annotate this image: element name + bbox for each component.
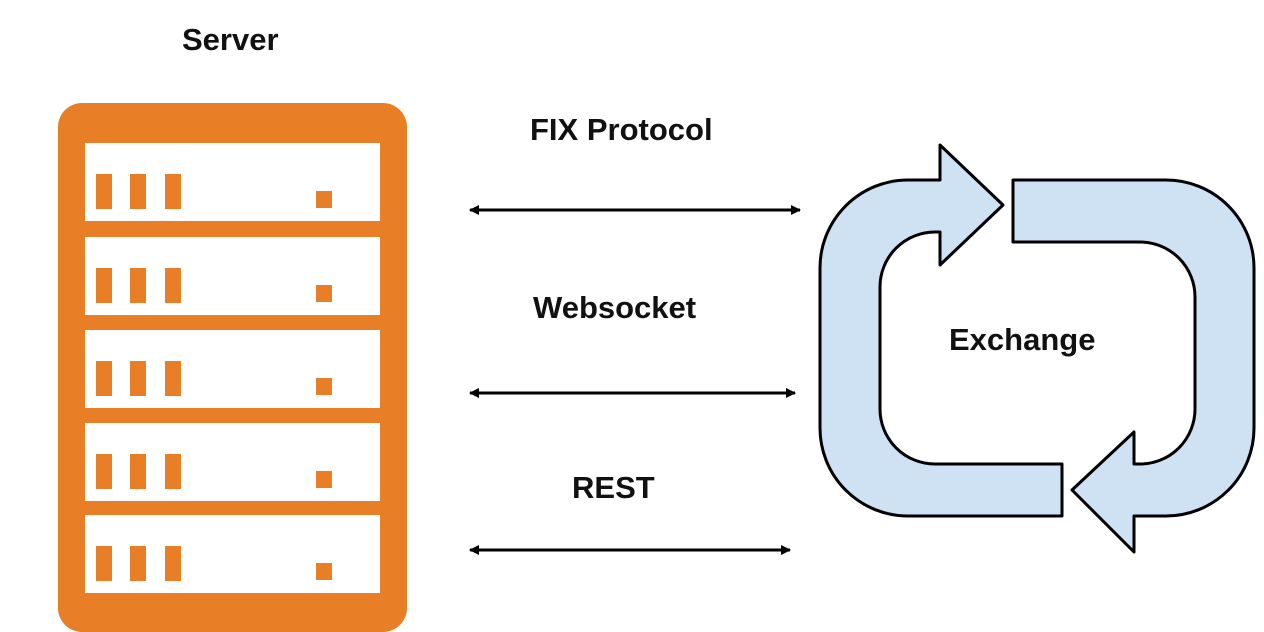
drive-slot: [165, 546, 181, 581]
rack-unit: [85, 143, 380, 221]
server-racks: [85, 143, 380, 593]
rack-unit: [85, 330, 380, 408]
server-icon: [58, 103, 407, 632]
status-led: [316, 563, 332, 580]
drive-slot: [96, 361, 112, 396]
cycle-arrow-top: [818, 143, 1064, 518]
status-led: [316, 378, 332, 395]
drive-slot: [96, 546, 112, 581]
drive-slot: [165, 454, 181, 489]
websocket-label: Websocket: [533, 290, 697, 325]
status-led: [316, 191, 332, 208]
exchange-cycle-icon: [818, 143, 1256, 554]
drive-slot: [165, 268, 181, 303]
fix-protocol-label: FIX Protocol: [530, 112, 713, 147]
rest-label: REST: [572, 470, 655, 505]
drive-slot: [130, 174, 146, 209]
server-title: Server: [182, 22, 279, 57]
exchange-label: Exchange: [949, 322, 1096, 357]
rack-unit: [85, 515, 380, 593]
drive-slot: [130, 454, 146, 489]
drive-slot: [130, 546, 146, 581]
rack-unit: [85, 237, 380, 315]
cycle-arrow-bottom: [1011, 178, 1256, 554]
rack-unit: [85, 423, 380, 501]
drive-slot: [96, 454, 112, 489]
drive-slot: [165, 174, 181, 209]
status-led: [316, 471, 332, 488]
drive-slot: [165, 361, 181, 396]
drive-slot: [130, 268, 146, 303]
status-led: [316, 285, 332, 302]
drive-slot: [96, 268, 112, 303]
drive-slot: [130, 361, 146, 396]
drive-slot: [96, 174, 112, 209]
